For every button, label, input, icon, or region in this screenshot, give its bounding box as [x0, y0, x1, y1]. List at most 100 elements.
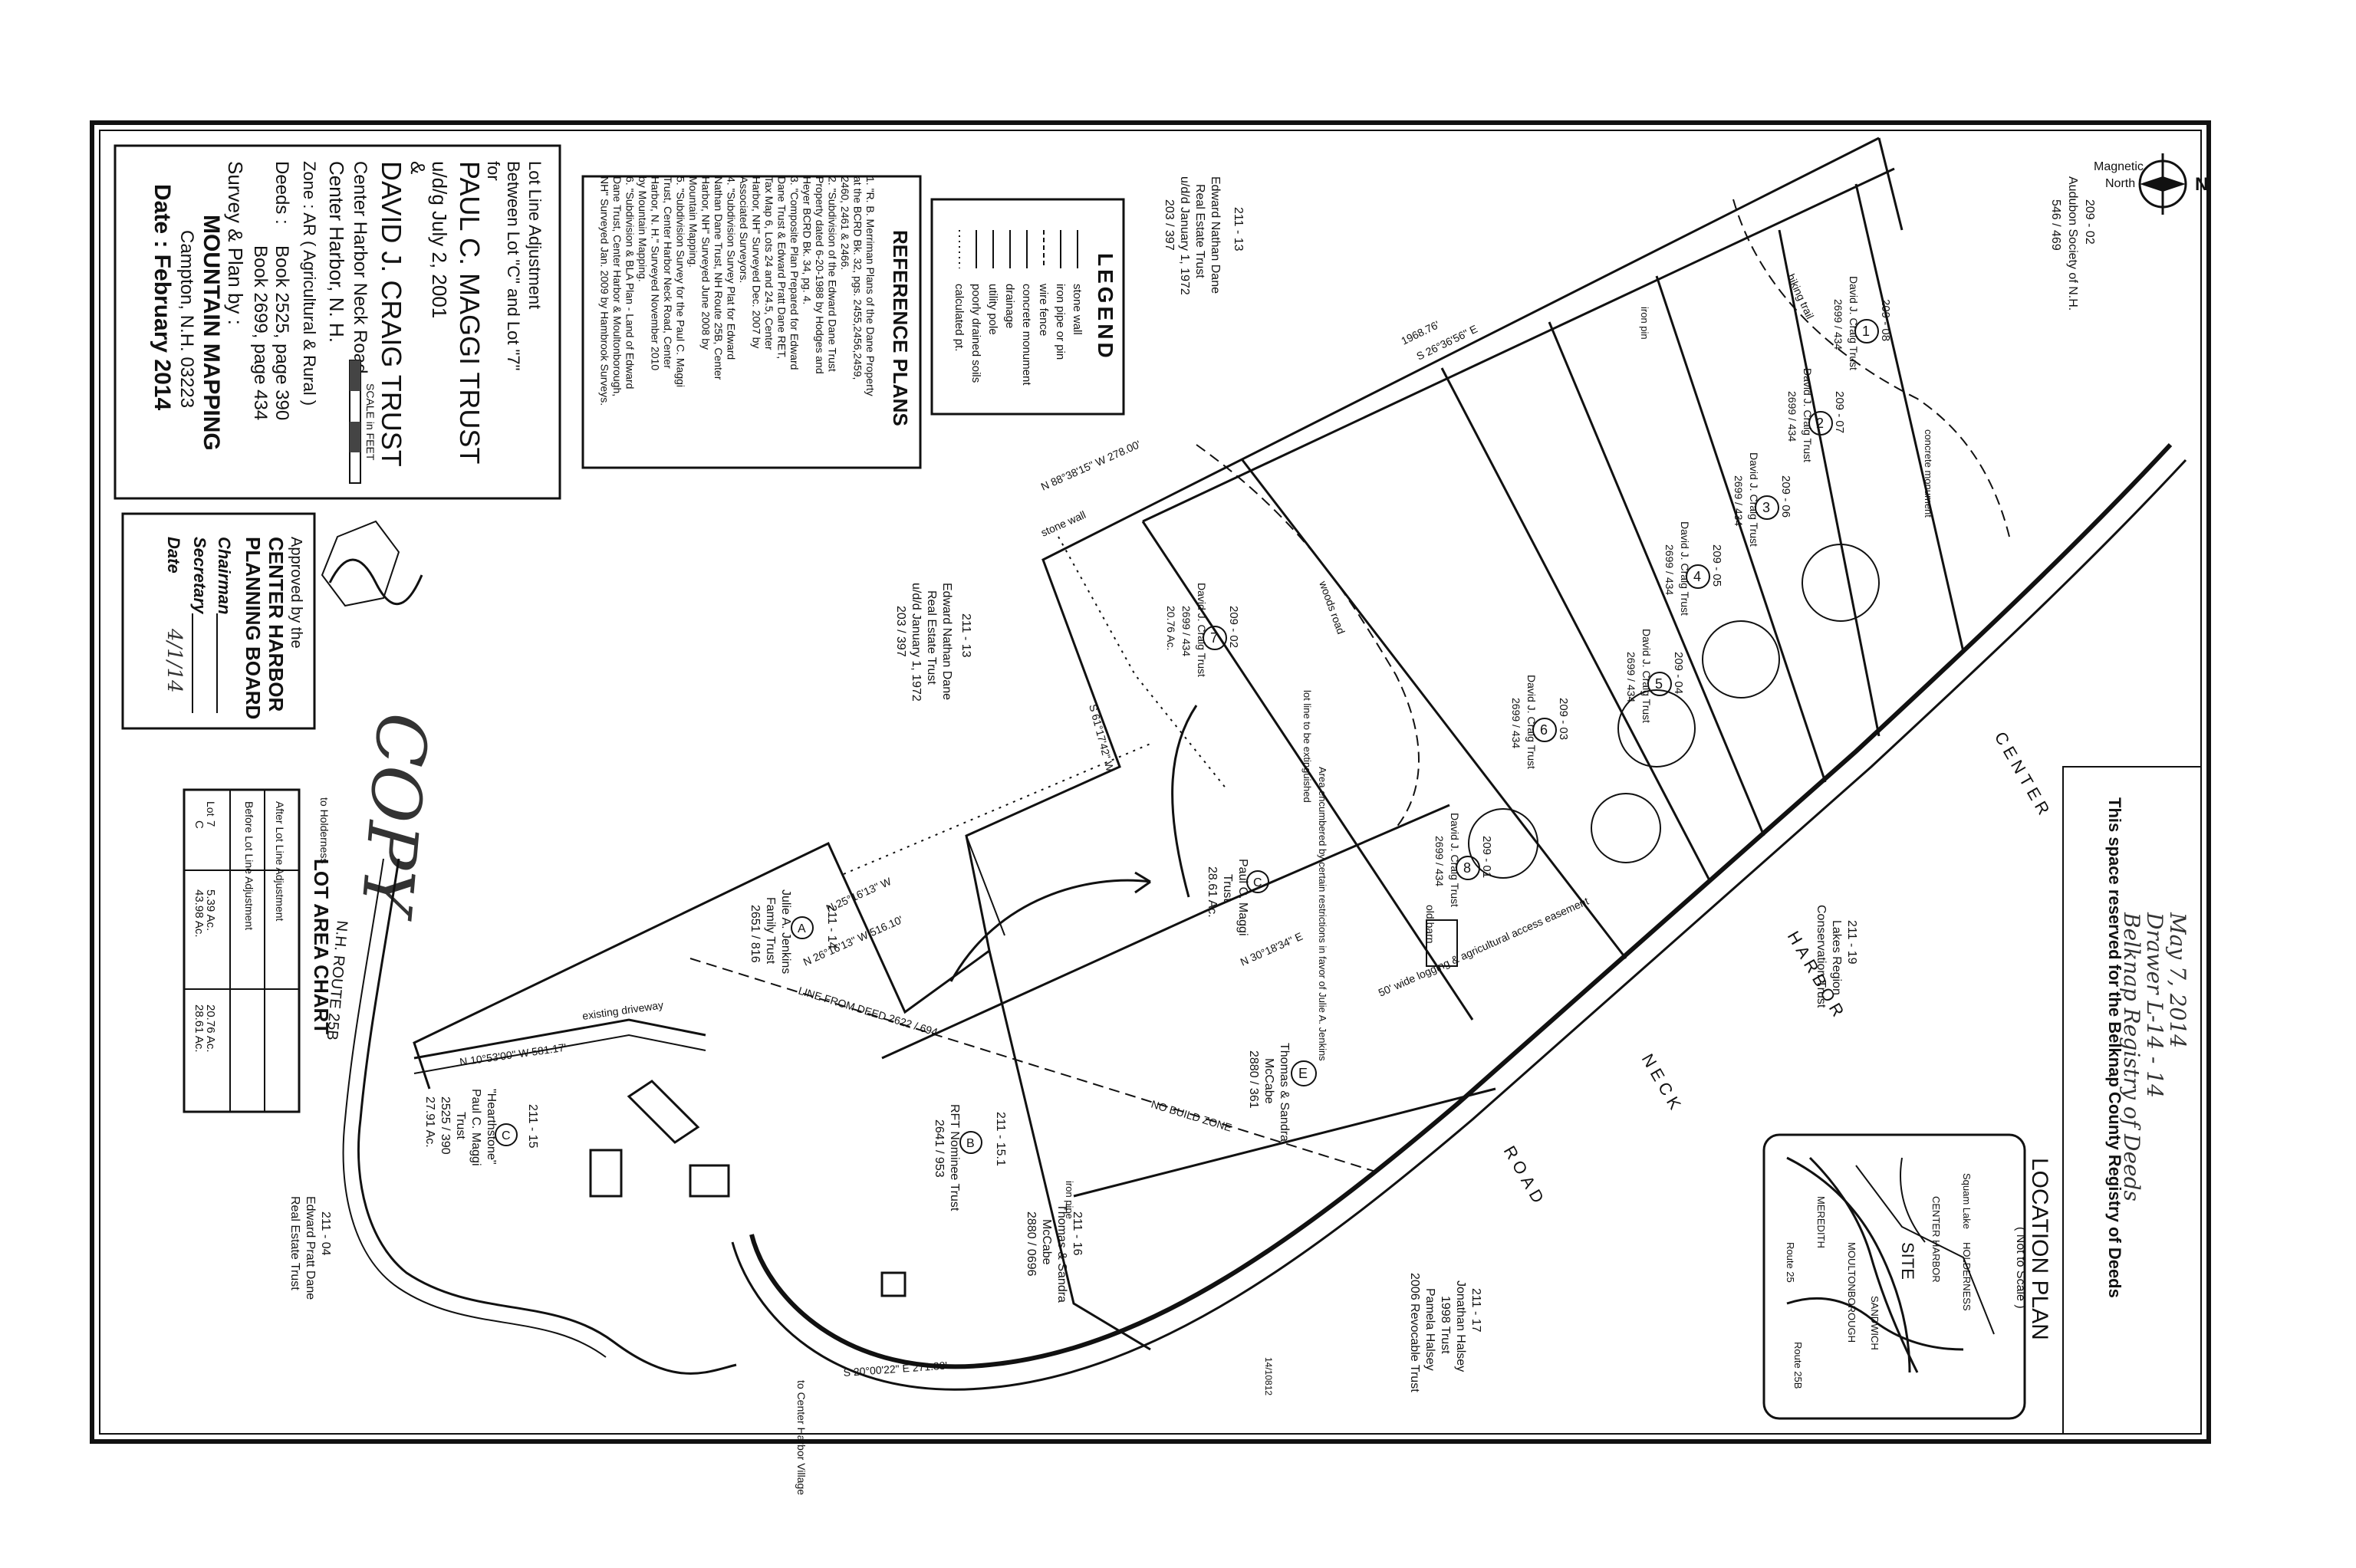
concrete-monument-label: concrete monument: [1923, 429, 1934, 518]
abutter-211-13-date: u/d/d January 1, 1972: [1178, 176, 1191, 295]
abutter-211-17-name: Jonathan Halsey: [1454, 1280, 1467, 1372]
legend-item: concrete monument: [1020, 230, 1033, 386]
approval-block: Approved by the CENTER HARBOR PLANNING B…: [121, 512, 316, 730]
abutter-211-17-name2: Pamela Halsey: [1423, 1288, 1436, 1371]
lot-c-trust: Trust: [1221, 874, 1234, 902]
line-from-deed-label: LINE FROM DEED 2622 / 694: [797, 985, 939, 1039]
abutter-211-17-trust: 2006 Revocable Trust: [1408, 1273, 1421, 1392]
location-plan-label: SITE: [1898, 1242, 1917, 1280]
abutter-211-13b-name: Edward Nathan Dane: [940, 583, 953, 700]
abutter-211-16-name2: McCabe: [1040, 1219, 1053, 1265]
abutter-209-02-id: 209 - 02: [2083, 199, 2096, 245]
abutter-211-14-deed: 2651 / 816: [749, 905, 762, 963]
abutter-211-16-name: Thomas & Sandra: [1055, 1204, 1068, 1303]
abutter-211-13-deed: 203 / 397: [1163, 199, 1176, 251]
approval-line1: Approved by the: [288, 537, 304, 649]
lot-area-chart-header: Before Lot Line Adjustment: [243, 801, 255, 930]
reference-plans-heading: REFERENCE PLANS: [889, 230, 912, 426]
location-plan-label: MEREDITH: [1815, 1196, 1827, 1248]
reference-plan-line: at the BCRD Bk. 32, pgs. 2455,2456,2459,: [852, 176, 864, 380]
title-line3: for: [484, 161, 503, 181]
plan-linework: [342, 136, 2187, 1391]
sheet-number-label: 14/10812: [1263, 1357, 1274, 1395]
north-n: N: [2195, 174, 2208, 195]
lot-area-chart-cell: 20.76 Ac.: [204, 1004, 217, 1053]
north-arrow: Magnetic North N: [2094, 153, 2208, 215]
registry-note: This space reserved for the Belknap Coun…: [2105, 797, 2124, 1298]
reference-plan-line: 3. "Composite Plan Prepared for Edward: [788, 176, 801, 370]
craig-lot-owner: David J. Craig Trust: [1449, 813, 1461, 907]
title-survey-by: Survey & Plan by :: [224, 161, 247, 325]
abutter-211-04-id: 211 - 04: [319, 1211, 332, 1256]
lot-area-chart-cell: 7: [204, 820, 217, 827]
area-note-label: Area encumbered by certain restrictions …: [1317, 767, 1328, 1061]
existing-driveway: [413, 1018, 706, 1060]
title-date: Date : February 2014: [150, 184, 175, 410]
location-plan-label: SANDWICH: [1869, 1296, 1881, 1350]
craig-lot-deed: 2699 / 434: [1180, 606, 1193, 656]
iron-pipe-label: iron pipe: [1064, 1181, 1075, 1219]
abutter-211-04-trust: Real Estate Trust: [288, 1196, 301, 1290]
craig-lot-number-circle: [1532, 718, 1557, 742]
title-block: Lot Line Adjustment Between Lot "C" and …: [114, 144, 561, 500]
to-holderness-label: to Holderness: [318, 797, 331, 863]
abutter-211-17-year: 1998 Trust: [1439, 1296, 1452, 1354]
reference-plan-line: 5. "Subdivision Survey for the Paul C. M…: [675, 176, 687, 387]
abutter-211-15-name: "Hearthstone": [485, 1089, 498, 1165]
abutter-211-15-1-deed: 2641 / 953: [933, 1119, 946, 1178]
location-plan-label: Squam Lake: [1961, 1173, 1973, 1229]
legend-label: drainage: [1003, 284, 1016, 328]
craig-lot-number-circle: [1686, 564, 1710, 589]
title-company: MOUNTAIN MAPPING: [199, 215, 224, 451]
craig-lot-id: 209 - 07: [1833, 391, 1846, 433]
registry-handwritten1: May 7, 2014: [2165, 912, 2190, 1048]
abutter-211-13b-date: u/d/d January 1, 1972: [910, 583, 923, 702]
reference-plan-line: Heyer BCRD Bk. 34, pg. 4.: [801, 176, 814, 304]
abutter-211-15-1-lot: B: [966, 1137, 975, 1150]
title-town: Center Harbor, N. H.: [325, 161, 348, 343]
craig-lot-number-circle: [1755, 495, 1779, 520]
craig-lot-id: 209 - 05: [1710, 544, 1723, 587]
craig-lot-number: 4: [1693, 569, 1701, 584]
abutter-211-13b-deed: 203 / 397: [894, 606, 907, 657]
to-village-label: to Center Harbor Village: [795, 1380, 808, 1495]
abutter-211-14-name: Julie A. Jenkins: [779, 889, 792, 974]
reference-plan-line: NH" Surveyed Jan. 2009 by Hambrook Surve…: [599, 176, 611, 406]
title-line1: Lot Line Adjustment: [525, 161, 545, 309]
woods-road: [1196, 444, 1420, 829]
legend-heading: LEGEND: [1094, 253, 1117, 361]
legend-item: calculated pt.: [953, 230, 966, 351]
scale-label: SCALE in FEET: [364, 383, 377, 461]
craig-lot-owner: David J. Craig Trust: [1679, 521, 1691, 616]
craig-lot-owner: David J. Craig Trust: [1525, 675, 1538, 769]
reference-plan-line: 1. "R. B. Merriman Plans of the Dane Pro…: [864, 176, 877, 396]
legend-item: poorly drained soils: [969, 230, 982, 383]
reference-plan-line: Dane Trust, Center Harbor & Moultonborou…: [611, 176, 624, 396]
stone-wall-label: stone wall: [1039, 508, 1088, 539]
title-road: Center Harbor Neck Road: [350, 161, 370, 373]
legend-label: calculated pt.: [953, 284, 966, 351]
reference-plan-line: 6. "Subdivision & BLA Plan - Land of Edw…: [624, 176, 637, 389]
craig-lot-owner: David J. Craig Trust: [1640, 629, 1653, 723]
title-company-address: Campton, N.H. 03223: [176, 230, 197, 408]
road-label-road: ROAD: [1500, 1142, 1550, 1210]
location-plan: LOCATION PLAN ( Not to Scale ) Squam Lak…: [1762, 1133, 2052, 1420]
lot-area-chart-cell: 5.39 Ac.: [204, 889, 217, 931]
reference-plan-line: Harbor, NH" Surveyed Dec. 2007 by: [751, 176, 763, 348]
title-owner1: PAUL C. MAGGI TRUST: [454, 161, 485, 464]
craig-lot-deed: 2699 / 434: [1510, 698, 1522, 748]
craig-lot-number: 2: [1816, 416, 1824, 431]
title-amp: &: [406, 161, 429, 174]
reference-plan-line: Harbor, N. H." Surveyed November 2010: [650, 176, 662, 370]
abutter-211-14-trust: Family Trust: [764, 897, 777, 965]
bearing-7: S 20°00'22" E 271.88': [843, 1359, 948, 1379]
reference-plans-block: REFERENCE PLANS 1. "R. B. Merriman Plans…: [581, 175, 922, 469]
craig-lot-number: 3: [1762, 500, 1770, 515]
